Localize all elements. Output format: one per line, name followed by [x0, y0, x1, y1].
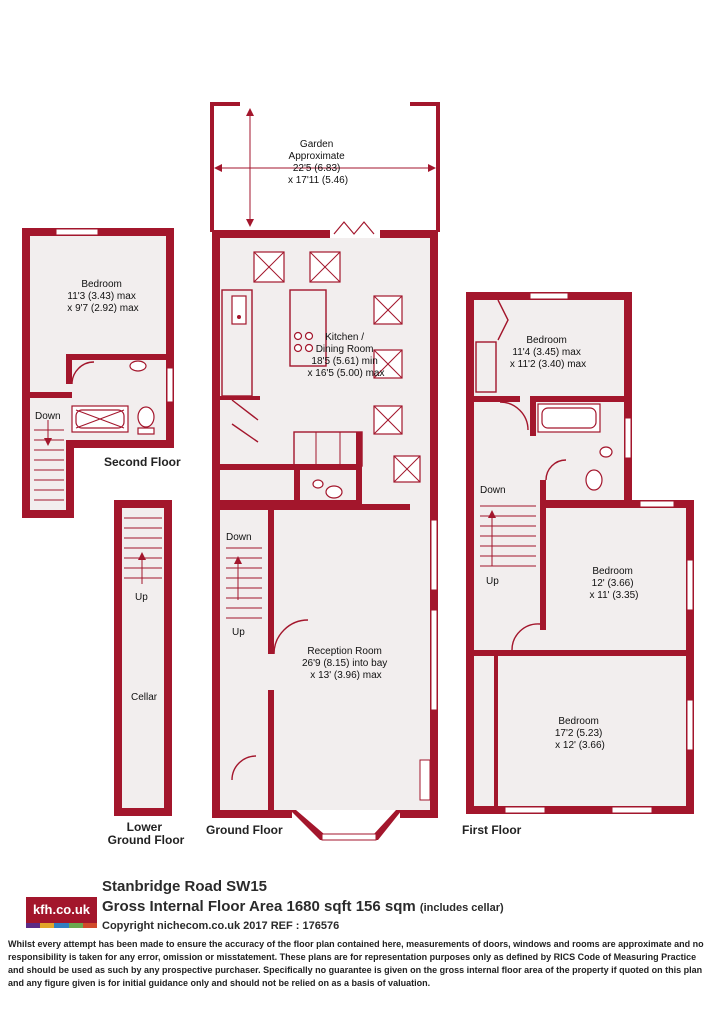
ground-floor-stairs	[226, 547, 262, 619]
kfh-logo: kfh.co.uk	[26, 897, 98, 928]
floor-plan: Garden Approximate 22'5 (6.83) x 17'11 (…	[22, 102, 694, 847]
cellar-up-label: Up	[135, 592, 148, 603]
hob	[293, 331, 314, 353]
cellar-stairs	[124, 517, 162, 584]
first-floor-title: First Floor	[462, 823, 522, 837]
kitchen-label: Kitchen / Dining Room 18'5 (5.61) min x …	[308, 332, 385, 379]
first-floor-bedroom-1-label: Bedroom 11'4 (3.45) max x 11'2 (3.40) ma…	[510, 335, 586, 370]
second-floor-down-label: Down	[35, 411, 61, 422]
disclaimer: Whilst every attempt has been made to en…	[8, 939, 704, 988]
floor-area-value: Gross Internal Floor Area 1680 sqft 156 …	[102, 898, 416, 915]
second-floor-plan: Down Bedroom 11'3 (3.43) max x 9'7 (2.92…	[22, 228, 181, 518]
ground-floor-down-label: Down	[226, 532, 252, 543]
first-floor-bedroom-2-label: Bedroom 12' (3.66) x 11' (3.35)	[590, 566, 639, 601]
property-address: Stanbridge Road SW15	[102, 878, 268, 895]
floor-area: Gross Internal Floor Area 1680 sqft 156 …	[102, 898, 504, 915]
first-floor-bedroom-3-label: Bedroom 17'2 (5.23) x 12' (3.66)	[555, 716, 605, 751]
copyright: Copyright nichecom.co.uk 2017 REF : 1765…	[102, 920, 340, 932]
lower-ground-floor-plan: Up Cellar Lower Ground Floor	[108, 500, 185, 847]
skylights	[253, 251, 421, 483]
garden-label: Garden Approximate 22'5 (6.83) x 17'11 (…	[288, 139, 348, 186]
cellar-label: Cellar	[131, 692, 158, 703]
ground-floor-plan: Down Up Kitchen / Dining Room 18'5 (5.61…	[206, 221, 438, 841]
first-floor-down-label: Down	[480, 485, 506, 496]
second-floor-bedroom-label: Bedroom 11'3 (3.43) max x 9'7 (2.92) max	[67, 279, 138, 314]
second-floor-title: Second Floor	[104, 455, 181, 469]
logo-color-strip	[26, 923, 98, 928]
first-floor-stairs	[480, 505, 536, 567]
first-floor-up-label: Up	[486, 576, 499, 587]
second-floor-stairs	[34, 420, 64, 501]
ground-floor-title: Ground Floor	[206, 823, 283, 837]
floor-area-note: (includes cellar)	[419, 902, 504, 914]
lower-ground-floor-title: Lower Ground Floor	[108, 820, 185, 847]
garden-area: Garden Approximate 22'5 (6.83) x 17'11 (…	[210, 102, 440, 232]
reception-room-label: Reception Room 26'9 (8.15) into bay x 13…	[302, 646, 390, 681]
first-floor-plan: Down Up Bedroom 11'4 (3.45) max x 11'2 (…	[462, 292, 694, 837]
ground-floor-up-label: Up	[232, 627, 245, 638]
